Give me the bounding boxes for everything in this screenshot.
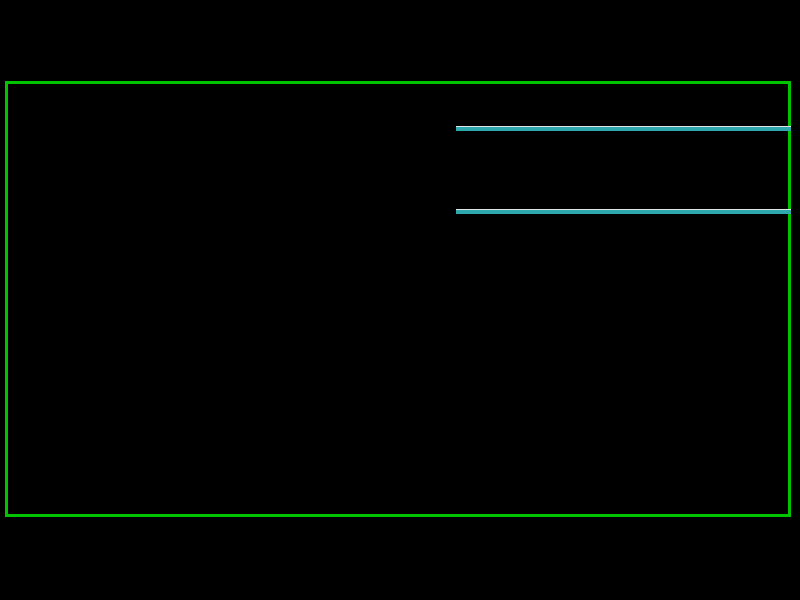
teal-horizontal-line-bottom[interactable] [456, 209, 791, 214]
teal-horizontal-line-top[interactable] [456, 126, 791, 131]
green-rectangle-outline[interactable] [5, 81, 791, 517]
